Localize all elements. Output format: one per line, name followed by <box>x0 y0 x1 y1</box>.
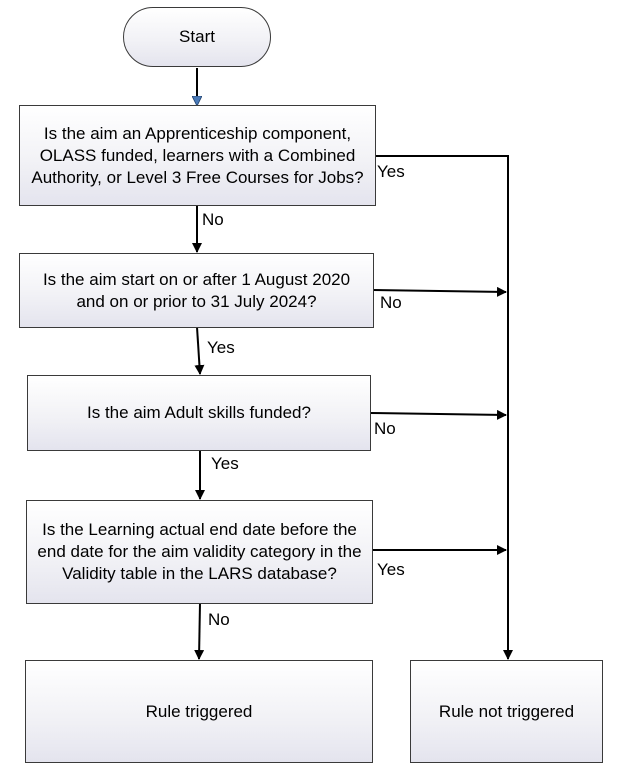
arrow-q2-q3 <box>194 326 205 375</box>
label-q4-yes: Yes <box>377 560 405 579</box>
decision-aim-start-date: Is the aim start on or after 1 August 20… <box>19 253 374 328</box>
label-q2-no: No <box>380 293 402 312</box>
start-label: Start <box>179 27 215 46</box>
decision-learning-end-date-text: Is the Learning actual end date before t… <box>37 520 362 583</box>
decision-adult-skills-funded-text: Is the aim Adult skills funded? <box>87 403 311 422</box>
outcome-rule-not-triggered-text: Rule not triggered <box>438 701 575 721</box>
outcome-rule-not-triggered: Rule not triggered <box>410 660 603 763</box>
label-q4-no: No <box>208 610 230 629</box>
decision-aim-start-date-text: Is the aim start on or after 1 August 20… <box>42 269 351 311</box>
arrow-q2-no <box>372 286 507 297</box>
label-q1-no: No <box>202 210 224 229</box>
decision-apprenticeship-olass-text: Is the aim an Apprenticeship component, … <box>31 123 364 187</box>
outcome-rule-triggered: Rule triggered <box>25 660 373 763</box>
arrow-q1-yes <box>375 155 513 660</box>
decision-adult-skills-funded: Is the aim Adult skills funded? <box>27 375 371 451</box>
start-node: Start <box>123 7 271 67</box>
outcome-rule-triggered-text: Rule triggered <box>145 701 253 721</box>
label-q3-yes: Yes <box>211 454 239 473</box>
label-q2-yes: Yes <box>207 338 235 357</box>
label-q3-no: No <box>374 419 396 438</box>
label-q1-yes: Yes <box>377 162 405 181</box>
decision-learning-end-date: Is the Learning actual end date before t… <box>26 500 373 604</box>
arrow-q4-out <box>194 602 205 660</box>
arrow-q3-no <box>369 409 507 420</box>
decision-apprenticeship-olass: Is the aim an Apprenticeship component, … <box>19 105 376 206</box>
